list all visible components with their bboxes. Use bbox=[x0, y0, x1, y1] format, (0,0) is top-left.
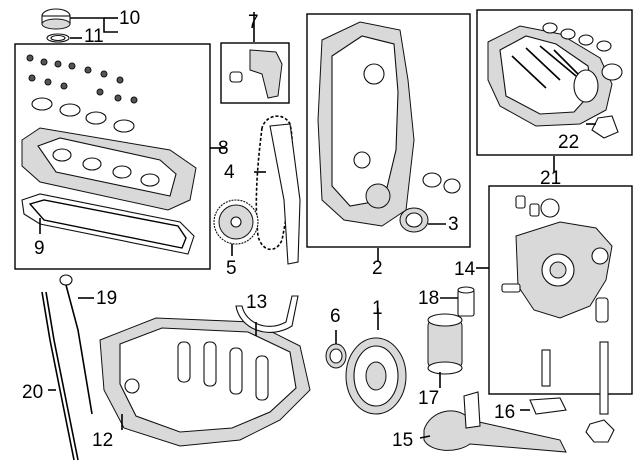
callout-1: 1 bbox=[372, 298, 383, 319]
spark-plug-seals bbox=[31, 97, 135, 133]
oil-pan bbox=[99, 317, 311, 447]
chain-tensioner-arm bbox=[269, 123, 301, 265]
crankshaft-sprocket bbox=[213, 199, 259, 245]
leader-lines bbox=[39, 12, 596, 439]
intake-manifold-box bbox=[476, 9, 633, 156]
valve-cover-gasket bbox=[21, 193, 195, 255]
callout-17: 17 bbox=[418, 388, 439, 409]
oil-filter-bolt bbox=[457, 286, 475, 317]
callout-numbers: 10 11 7 8 9 4 5 2 3 21 22 14 19 13 6 1 1… bbox=[22, 8, 579, 451]
callout-15: 15 bbox=[392, 430, 413, 451]
callout-9: 9 bbox=[34, 238, 45, 259]
oil-strainer bbox=[423, 391, 567, 453]
callout-8: 8 bbox=[218, 138, 229, 159]
strainer-gasket bbox=[529, 397, 567, 415]
callout-19: 19 bbox=[96, 288, 117, 309]
callout-22: 22 bbox=[558, 132, 579, 153]
callout-14: 14 bbox=[454, 259, 476, 280]
callout-13: 13 bbox=[246, 292, 267, 313]
intake-gaskets bbox=[542, 22, 623, 81]
oil-pump-assembly bbox=[501, 195, 615, 443]
callout-4: 4 bbox=[224, 162, 235, 183]
callout-5: 5 bbox=[226, 258, 237, 279]
valve-cover-assembly bbox=[21, 54, 197, 255]
dipstick bbox=[41, 274, 93, 461]
callout-21: 21 bbox=[540, 168, 561, 189]
chain-guide-box bbox=[220, 42, 290, 104]
oil-pan-baffle bbox=[235, 295, 299, 333]
valve-cover-box bbox=[14, 43, 211, 270]
oil-filter bbox=[427, 313, 463, 375]
callout-20: 20 bbox=[22, 382, 43, 403]
callout-10: 10 bbox=[119, 8, 140, 29]
timing-chain-cover bbox=[317, 21, 461, 233]
timing-chain bbox=[255, 115, 294, 251]
callout-16: 16 bbox=[494, 402, 515, 423]
intake-manifold bbox=[487, 22, 623, 139]
valve-cover-bolts bbox=[26, 54, 138, 104]
callout-2: 2 bbox=[372, 258, 383, 279]
crankshaft-pulley bbox=[345, 337, 407, 415]
oil-filler-cap bbox=[41, 8, 71, 43]
callout-6: 6 bbox=[330, 306, 341, 327]
callout-11: 11 bbox=[84, 26, 104, 47]
timing-cover-box bbox=[306, 13, 471, 248]
callout-12: 12 bbox=[92, 430, 113, 451]
callout-7: 7 bbox=[248, 12, 259, 33]
callout-3: 3 bbox=[448, 214, 459, 235]
chain-guide bbox=[229, 49, 283, 99]
crankshaft-bearing bbox=[325, 343, 347, 369]
callout-18: 18 bbox=[418, 288, 439, 309]
throttle-body-gasket bbox=[591, 115, 619, 139]
oil-pump-box bbox=[488, 185, 633, 395]
